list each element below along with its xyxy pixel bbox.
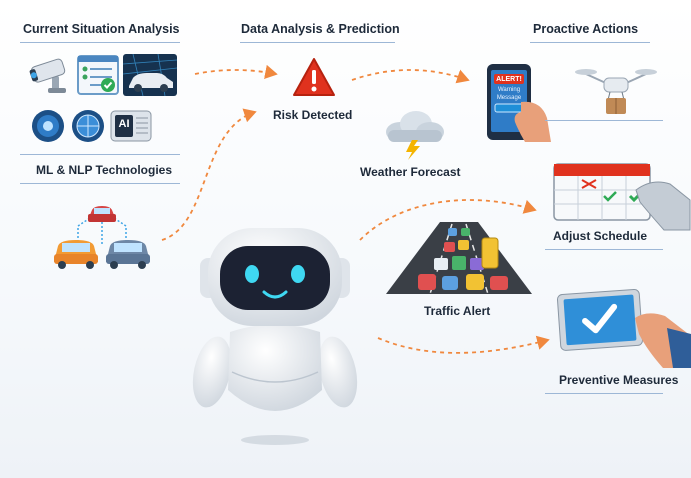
divider	[545, 393, 663, 394]
divider	[20, 42, 180, 43]
phone-alert-icon: ALERT! Warning Message	[485, 62, 555, 142]
globe-icon	[70, 108, 106, 144]
phone-message-line1: Warning	[497, 87, 521, 93]
divider	[530, 42, 650, 43]
divider	[545, 120, 663, 121]
car-network-icon	[50, 196, 154, 272]
phone-message-line2: Message	[496, 95, 522, 101]
weather-forecast-label: Weather Forecast	[360, 165, 461, 179]
divider	[20, 154, 180, 155]
divider	[20, 183, 180, 184]
arrow-current-to-risk	[194, 64, 278, 80]
arrow-network-to-risk	[161, 108, 257, 241]
header-data-analysis: Data Analysis & Prediction	[241, 22, 400, 36]
warning-icon	[292, 56, 336, 98]
phone-alert-text: ALERT!	[496, 76, 522, 83]
divider	[545, 249, 663, 250]
calendar-check-icon	[552, 160, 691, 240]
cctv-camera-icon	[28, 54, 72, 96]
checklist-icon	[76, 54, 120, 96]
divider	[240, 42, 395, 43]
preventive-measures-label: Preventive Measures	[559, 373, 679, 387]
drone-icon	[574, 60, 658, 116]
smart-car-icon	[123, 54, 177, 96]
arrow-robot-to-preventive	[377, 335, 550, 354]
ml-nlp-label: ML & NLP Technologies	[36, 163, 173, 177]
header-current-situation: Current Situation Analysis	[23, 22, 180, 36]
header-proactive-actions: Proactive Actions	[533, 22, 639, 36]
arrow-robot-to-schedule	[359, 199, 537, 241]
ai-chip-label: AI	[118, 118, 130, 130]
sensor-icon	[30, 108, 66, 144]
arrow-risk-to-proactive	[351, 69, 470, 84]
traffic-jam-icon	[386, 218, 532, 296]
traffic-alert-label: Traffic Alert	[424, 304, 491, 318]
ai-chip-icon: AI	[110, 110, 152, 142]
cloud-lightning-icon	[378, 108, 448, 160]
adjust-schedule-label: Adjust Schedule	[553, 229, 648, 243]
robot-icon	[190, 222, 360, 450]
tablet-check-icon	[555, 284, 691, 368]
risk-detected-label: Risk Detected	[273, 108, 353, 122]
